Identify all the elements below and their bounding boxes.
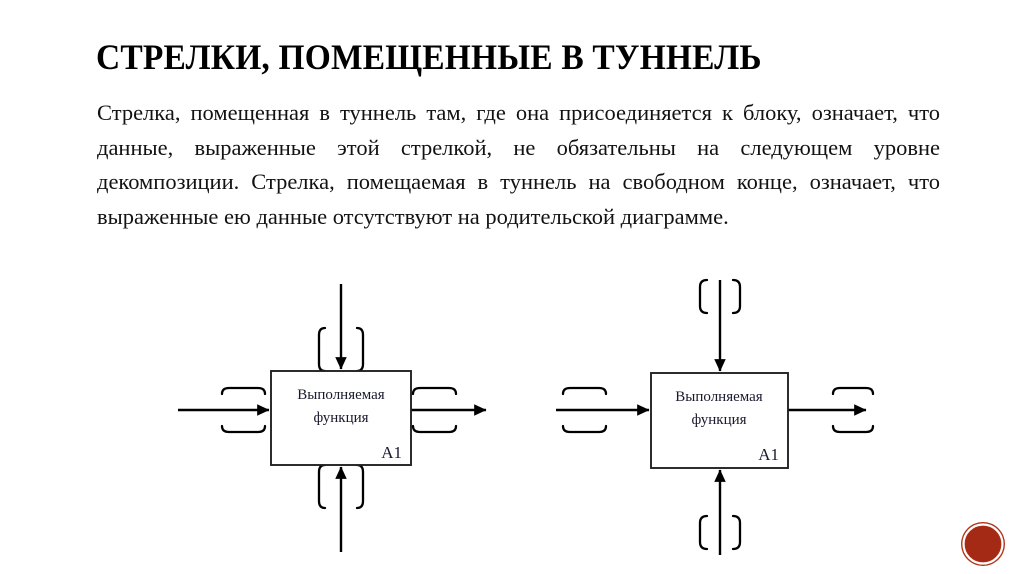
right-function-block xyxy=(650,372,789,469)
left-control-arrow xyxy=(317,284,365,373)
tunnel-bracket-left xyxy=(698,278,709,315)
left-diagram: Выполняемая функция A1 xyxy=(178,284,487,552)
tunnel-bracket-right xyxy=(731,514,742,551)
right-diagram: Выполняемая функция A1 xyxy=(556,278,875,555)
tunnel-bracket-top xyxy=(561,386,608,396)
left-block-label-line2: функция xyxy=(313,410,368,426)
tunnel-bracket-right xyxy=(731,278,742,315)
left-mechanism-arrow xyxy=(317,463,365,552)
right-block-id: A1 xyxy=(758,445,779,464)
tunnel-bracket-left xyxy=(317,326,327,373)
tunnel-bracket-bottom xyxy=(220,424,267,434)
page-title: СТРЕЛКИ, ПОМЕЩЕННЫЕ В ТУННЕЛЬ xyxy=(96,37,762,77)
right-block-label-line1: Выполняемая xyxy=(675,389,763,405)
right-mechanism-arrow xyxy=(698,469,742,555)
corner-logo xyxy=(960,521,1006,567)
right-output-arrow xyxy=(788,386,875,434)
left-block-id: A1 xyxy=(381,443,402,462)
tunnel-bracket-right xyxy=(355,326,365,373)
left-input-arrow xyxy=(178,386,270,434)
tunnel-bracket-top xyxy=(220,386,267,396)
left-block-label-line1: Выполняемая xyxy=(297,387,385,403)
right-block-label-line2: функция xyxy=(691,412,746,428)
tunnel-bracket-bottom xyxy=(831,424,875,434)
left-output-arrow xyxy=(411,386,487,434)
tunnel-bracket-bottom xyxy=(411,424,458,434)
tunnel-bracket-top xyxy=(831,386,875,396)
right-input-arrow xyxy=(556,386,650,434)
tunnel-bracket-left xyxy=(317,463,327,510)
right-control-arrow xyxy=(698,278,742,372)
diagram-area: Выполняемая функция A1 xyxy=(0,262,1024,574)
body-paragraph-text: Стрелка, помещенная в туннель там, где о… xyxy=(97,100,940,229)
body-paragraph: Стрелка, помещенная в туннель там, где о… xyxy=(97,96,940,234)
tunnel-bracket-right xyxy=(355,463,365,510)
corner-logo-icon xyxy=(961,522,1005,566)
tunnel-bracket-top xyxy=(411,386,458,396)
tunnel-bracket-left xyxy=(698,514,709,551)
tunnel-bracket-bottom xyxy=(561,424,608,434)
left-function-block xyxy=(270,370,412,466)
idef0-diagrams-svg: Выполняемая функция A1 xyxy=(178,278,875,555)
logo-ring xyxy=(962,523,1004,565)
logo-inner-circle xyxy=(965,526,1001,562)
